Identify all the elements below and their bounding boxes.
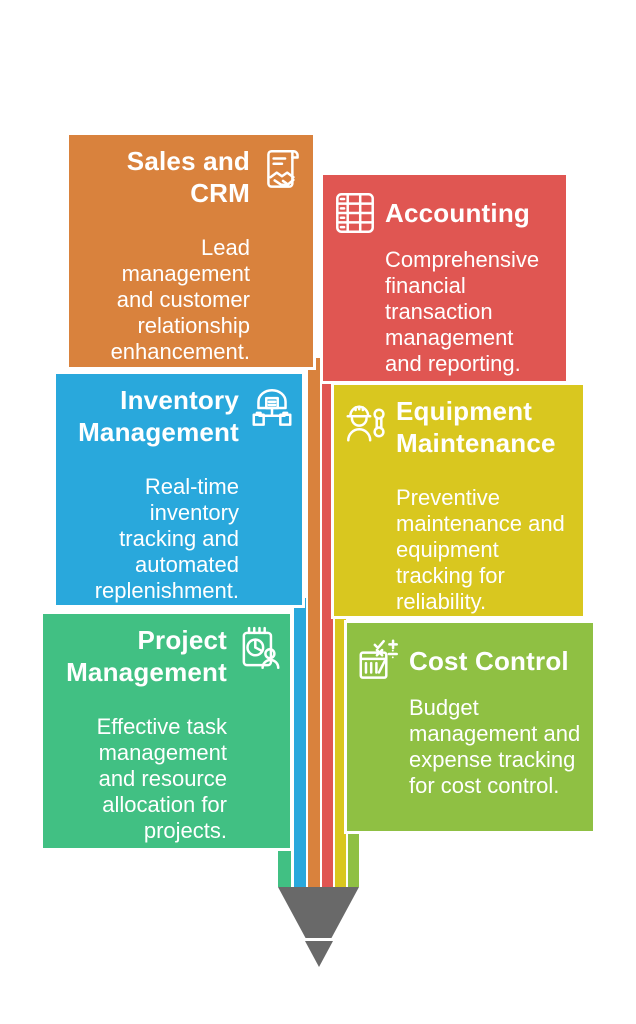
pencil-lead-tip [305,941,333,967]
spreadsheet-calculator-icon [330,188,380,238]
card-body: Real-time inventory tracking and automat… [94,474,239,603]
card-accounting: Accounting Comprehensive financial trans… [320,172,569,384]
pencil-tip [278,887,359,938]
calendar-pie-person-icon [235,624,285,674]
pencil-stripe-equipment-maintenance [335,608,346,887]
calculator-math-icon [354,636,404,686]
card-inventory-management: Inventory Management Real-time inventory… [53,371,305,608]
card-sales-crm: Sales and CRM Lead management and custom… [66,132,316,370]
card-title: Sales and CRM [126,146,250,208]
warehouse-distribution-icon [247,384,297,434]
card-title: Cost Control [409,646,569,676]
card-title: Equipment Maintenance [396,396,556,458]
card-body: Budget management and expense tracking f… [409,695,581,798]
card-title: Inventory Management [78,385,239,447]
document-handshake-icon [258,145,308,195]
pencil-stripe-inventory-management [294,598,306,887]
card-title: Accounting [385,198,530,228]
pencil-stripe-sales-crm [308,358,320,887]
worker-wrench-icon [341,398,391,448]
pencil-stripe-cost-control [348,824,359,887]
card-body: Preventive maintenance and equipment tra… [396,485,565,614]
card-equipment-maintenance: Equipment Maintenance Preventive mainten… [331,382,586,619]
card-body: Comprehensive financial transaction mana… [385,247,540,376]
card-body: Effective task management and resource a… [96,714,227,843]
card-cost-control: Cost Control Budget management and expen… [344,620,596,834]
card-title: Project Management [66,625,227,687]
card-body: Lead management and customer relationshi… [110,235,250,364]
pencil-stripe-accounting [322,376,333,887]
card-project-management: Project Management Effective task manage… [40,611,293,851]
